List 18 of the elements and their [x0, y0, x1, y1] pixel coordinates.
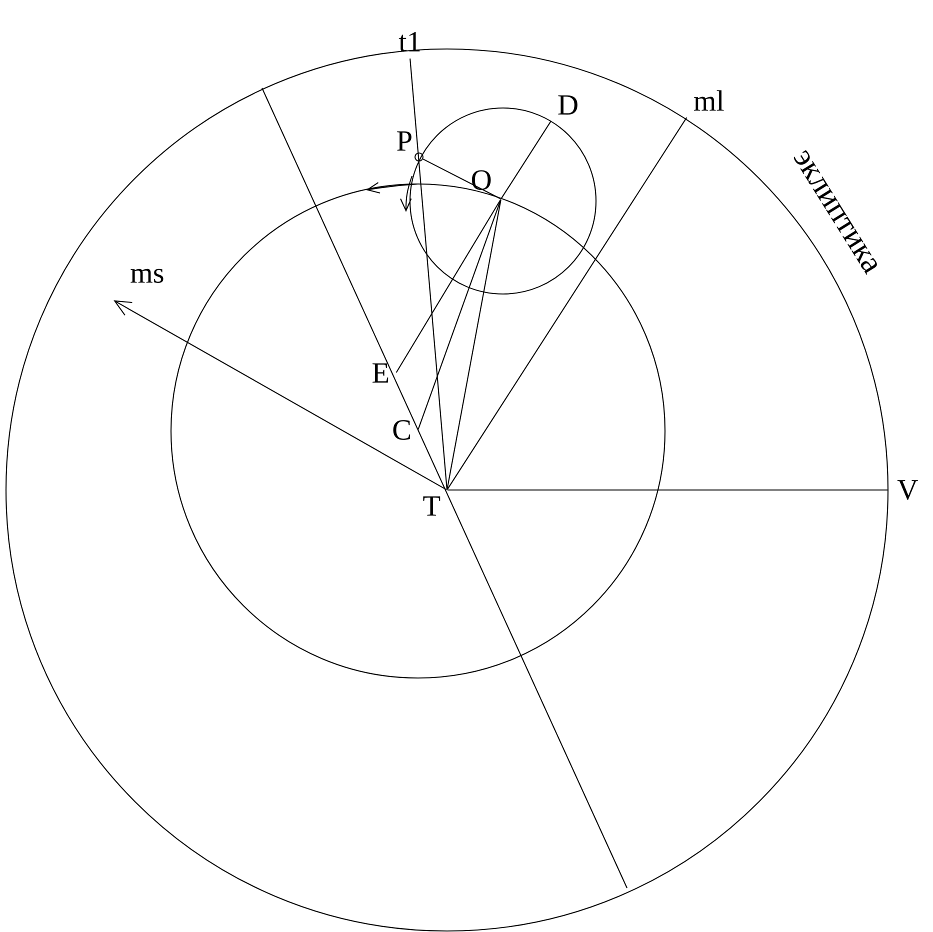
line	[448, 489, 888, 491]
point-label: T	[423, 496, 440, 516]
point-label: C	[393, 420, 410, 440]
point-label: V	[897, 480, 918, 500]
line	[422, 158, 501, 200]
line	[396, 199, 502, 373]
line	[446, 199, 502, 490]
point-label: O	[472, 170, 491, 190]
point-label: P	[397, 131, 424, 162]
point-label: ml	[694, 90, 724, 111]
line	[410, 58, 448, 490]
point-label: ms	[130, 268, 164, 283]
point-label: E	[372, 363, 388, 383]
point-label: D	[558, 95, 578, 115]
line	[500, 121, 552, 199]
line	[418, 199, 502, 430]
line	[446, 117, 688, 490]
line	[114, 300, 447, 490]
